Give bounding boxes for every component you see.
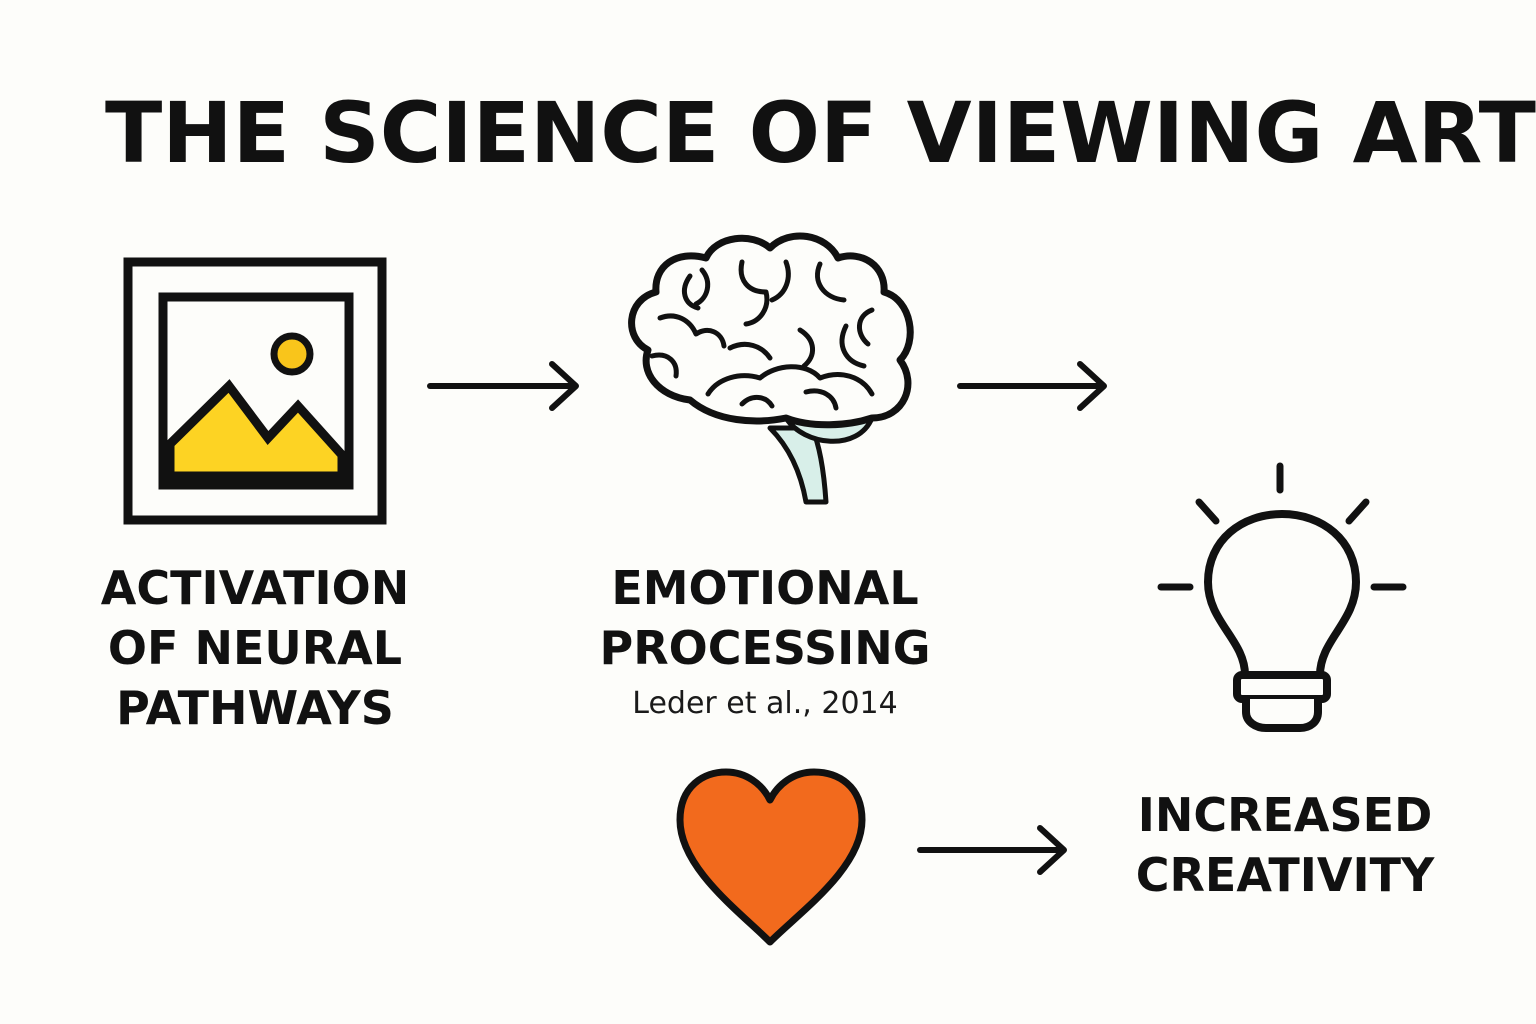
arrow-heart-to-creativity: [917, 825, 1067, 875]
label-increased-creativity: INCREASED CREATIVITY: [1090, 785, 1480, 905]
label-line: ACTIVATION: [100, 561, 410, 615]
label-line: INCREASED: [1137, 788, 1433, 842]
framed-picture-icon: [123, 257, 387, 525]
label-line: CREATIVITY: [1135, 848, 1435, 902]
brain-icon: [628, 232, 914, 505]
lightbulb-icon: [1157, 462, 1407, 732]
label-line: EMOTIONAL: [611, 561, 919, 615]
label-line: OF NEURAL: [107, 621, 403, 675]
label-activation-of-neural-pathways: ACTIVATION OF NEURAL PATHWAYS: [80, 558, 430, 738]
mountain-shape: [165, 379, 347, 481]
label-line: PROCESSING: [599, 621, 931, 675]
citation-text: Leder et al., 2014: [632, 686, 898, 721]
lightbulb-rays: [1157, 462, 1407, 591]
arrow-picture-to-brain: [427, 361, 579, 411]
arrow-brain-to-lightbulb: [957, 361, 1107, 411]
label-emotional-processing: EMOTIONAL PROCESSING: [560, 558, 970, 678]
page-title: THE SCIENCE OF VIEWING ART: [105, 84, 1536, 182]
brainstem-shape: [767, 425, 829, 505]
heart-icon: [676, 768, 866, 946]
sun-shape: [270, 332, 314, 376]
label-line: PATHWAYS: [116, 681, 394, 735]
